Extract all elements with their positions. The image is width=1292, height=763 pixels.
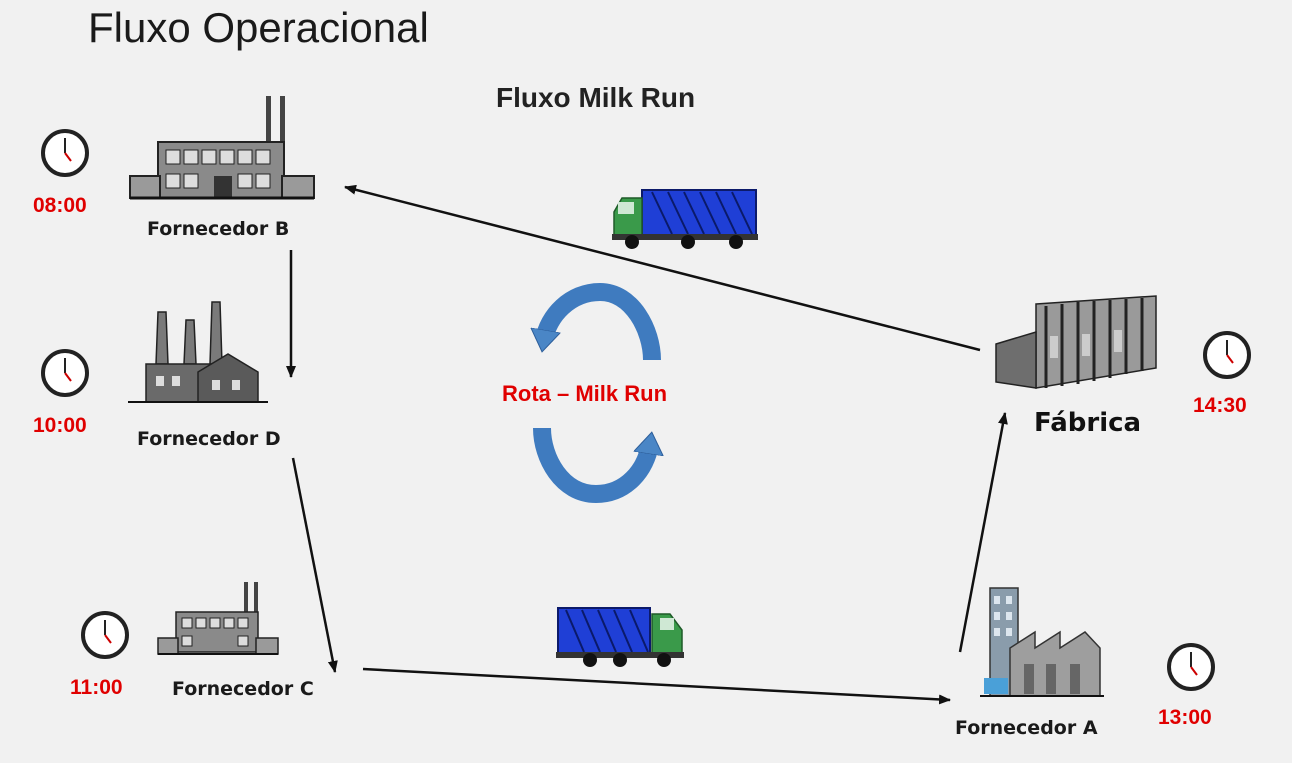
industrial-plant-icon — [980, 587, 1104, 697]
time-fornecedor-d: 10:00 — [33, 414, 87, 437]
factory-building-icon — [995, 295, 1157, 389]
node-label-fornecedor-d: Fornecedor D — [137, 428, 281, 450]
node-label-fornecedor-b: Fornecedor B — [147, 218, 290, 240]
time-fornecedor-b: 08:00 — [33, 194, 87, 217]
route-label: Rota – Milk Run — [502, 381, 668, 406]
time-fornecedor-a: 13:00 — [1158, 706, 1212, 729]
node-label-fabrica: Fábrica — [1034, 408, 1142, 438]
truck-icon — [612, 189, 758, 249]
truck-icon — [556, 607, 684, 667]
cycle-arrows-icon — [542, 282, 652, 504]
clock-icon — [1167, 643, 1215, 691]
factory-chimneys-icon — [128, 301, 268, 403]
factory-icon — [129, 96, 315, 200]
clock-icon — [41, 129, 89, 177]
time-fabrica: 14:30 — [1193, 394, 1247, 417]
node-label-fornecedor-c: Fornecedor C — [172, 678, 314, 700]
edge-d-to-c — [291, 457, 338, 673]
edge-a-to-fabrica — [958, 412, 1008, 653]
clock-icon — [81, 611, 129, 659]
clock-icon — [41, 349, 89, 397]
time-fornecedor-c: 11:00 — [70, 676, 123, 699]
edge-fabrica-to-b — [344, 184, 981, 352]
diagram-subtitle: Fluxo Milk Run — [496, 82, 696, 113]
edge-c-to-a — [362, 667, 951, 705]
node-label-fornecedor-a: Fornecedor A — [955, 717, 1098, 739]
clock-icon — [1203, 331, 1251, 379]
page-title: Fluxo Operacional — [88, 4, 429, 51]
factory-icon — [157, 582, 279, 655]
